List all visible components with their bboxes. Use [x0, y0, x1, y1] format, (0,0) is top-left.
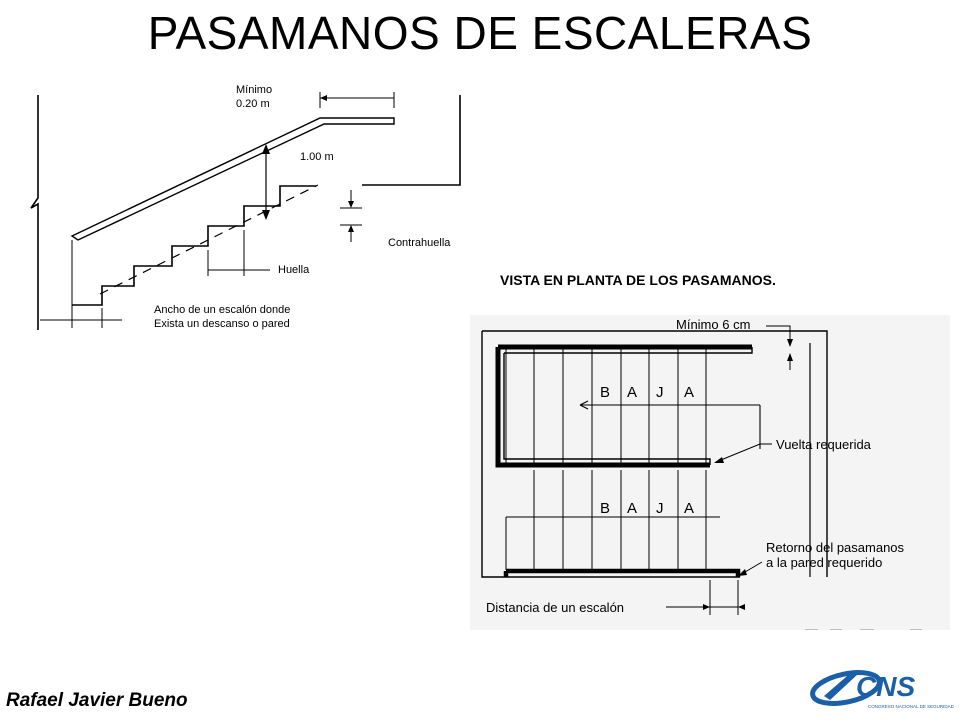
right-wall [362, 95, 461, 186]
stair-section-diagram: 1.00 m Mínimo 0.20 m Contrahuella Huella… [30, 84, 461, 330]
return-label-line2: a la pared requerido [766, 555, 882, 570]
cns-logo: CNS CONGRESO NACIONAL DE SEGURIDAD [810, 670, 955, 709]
down-letter-j-lower: J [656, 500, 664, 517]
tread-label: Huella [278, 264, 310, 276]
left-wall [30, 95, 39, 330]
down-letter-a2-lower: A [684, 500, 694, 517]
landing-label-line1: Ancho de un escalón donde [154, 304, 290, 316]
down-letter-j-upper: J [656, 384, 664, 401]
down-letter-b-lower: B [600, 500, 610, 517]
nosing-line [99, 184, 319, 295]
return-label-line1: Retorno del pasamanos [766, 540, 905, 555]
lower-flight-steps [505, 470, 707, 570]
riser-label: Contrahuella [388, 237, 451, 249]
logo-text: CNS [856, 671, 915, 702]
down-letter-a-lower: A [627, 500, 637, 517]
slide-title: PASAMANOS DE ESCALERAS [147, 7, 813, 59]
down-letter-a-upper: A [627, 384, 637, 401]
min-6cm-label: Mínimo 6 cm [676, 317, 750, 332]
down-letter-b-upper: B [600, 384, 610, 401]
handrail-upper-inner [503, 347, 753, 465]
author-name: Rafael Javier Bueno [6, 690, 188, 711]
down-arrow-upper [579, 400, 761, 449]
handrail-upper [495, 344, 752, 468]
min-label-line1: Mínimo [236, 84, 272, 96]
height-label: 1.00 m [300, 151, 334, 163]
plan-outer-wall [482, 330, 828, 577]
down-letter-a2-upper: A [684, 384, 694, 401]
turn-label: Vuelta requerida [776, 437, 872, 452]
handrail-lower [503, 568, 741, 577]
height-arrow-down [262, 210, 270, 220]
stair-profile [72, 185, 316, 306]
plan-view-title: VISTA EN PLANTA DE LOS PASAMANOS. [500, 272, 776, 288]
handrail [70, 117, 395, 241]
plan-view-diagram: VISTA EN PLANTA DE LOS PASAMANOS. B A J … [470, 255, 950, 630]
min-label-line2: 0.20 m [236, 98, 270, 110]
height-arrow-up [262, 144, 270, 154]
logo-subtext: CONGRESO NACIONAL DE SEGURIDAD [868, 704, 955, 709]
distance-label: Distancia de un escalón [486, 600, 624, 615]
landing-label-line2: Exista un descanso o pared [154, 318, 290, 330]
